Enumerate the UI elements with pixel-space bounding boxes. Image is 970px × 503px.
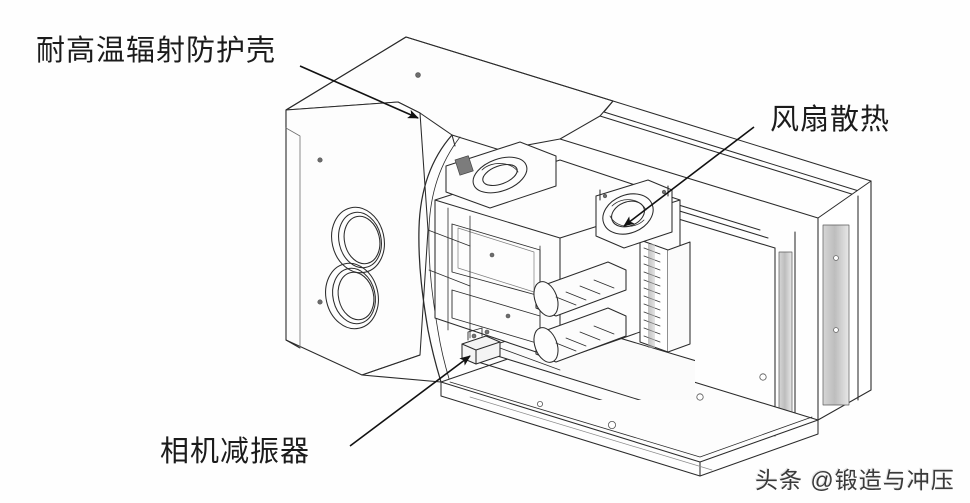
rear-frame-rail — [774, 180, 872, 437]
label-fan-cooling: 风扇散热 — [770, 104, 891, 136]
lens-barrel-lower — [533, 307, 627, 363]
cutaway-section-edge — [361, 134, 461, 383]
lens-aperture-upper — [331, 206, 385, 274]
watermark: 头条 @锻造与冲压 — [755, 467, 955, 493]
shell-interior-rails — [361, 229, 471, 376]
lens-aperture-lower — [325, 262, 379, 330]
upper-vent-fan — [445, 141, 557, 209]
base-plate — [440, 340, 819, 477]
cooling-fan — [595, 179, 673, 249]
label-heat-radiation-shell: 耐高温辐射防护壳 — [36, 35, 277, 67]
leader-line-damper — [349, 355, 471, 447]
label-camera-vibration-damper: 相机减振器 — [160, 436, 311, 468]
protective-shell-front-panel — [285, 101, 429, 376]
leader-line-fan — [623, 126, 755, 227]
lens-barrel-upper — [533, 261, 627, 317]
heat-sink-fins — [639, 239, 691, 353]
leader-line-shell — [299, 65, 419, 119]
